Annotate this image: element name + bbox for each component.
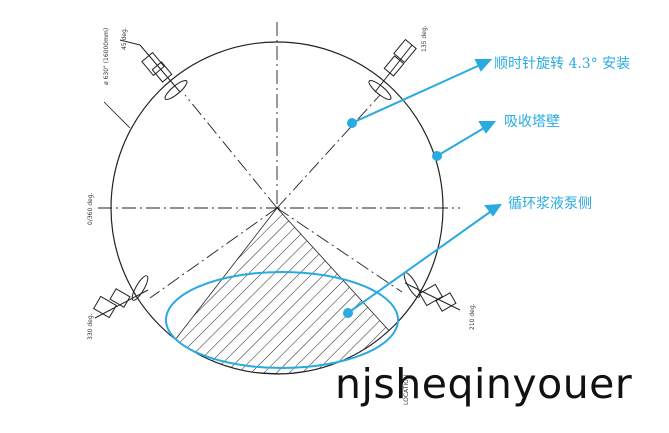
nozzle-210 (403, 272, 461, 312)
location-label: LOCATION (403, 375, 410, 405)
deg-210-label: 210 deg. (469, 303, 476, 330)
diameter-label: ø 630" (16000mm) (103, 28, 110, 85)
deg-45-label: 45 deg. (121, 27, 128, 50)
hatched-sector (174, 207, 394, 374)
center-lines (98, 22, 460, 299)
deg-135-label: 135 deg. (421, 25, 428, 52)
annotation-dot-pump (343, 308, 353, 318)
nozzle-330 (93, 275, 149, 319)
pump-side-label: 循环浆液泵侧 (508, 196, 592, 212)
deg-330-label: 330 deg. (87, 313, 94, 340)
pump-side-ellipse (165, 271, 399, 369)
annotation-dot-install (347, 118, 357, 128)
annotation-dot-wall (432, 151, 442, 161)
annotation-arrows (347, 59, 503, 314)
watermark-text: njsheqinyouer (335, 360, 633, 408)
diameter-leader (103, 101, 131, 129)
tower-wall-label: 吸收塔壁 (504, 114, 560, 130)
nozzle-135 (368, 38, 417, 101)
nozzle-45 (119, 39, 188, 101)
clockwise-install-label: 顺时针旋转 4.3° 安装 (494, 56, 631, 72)
deg-360-label: 0/360 deg. (87, 192, 94, 225)
